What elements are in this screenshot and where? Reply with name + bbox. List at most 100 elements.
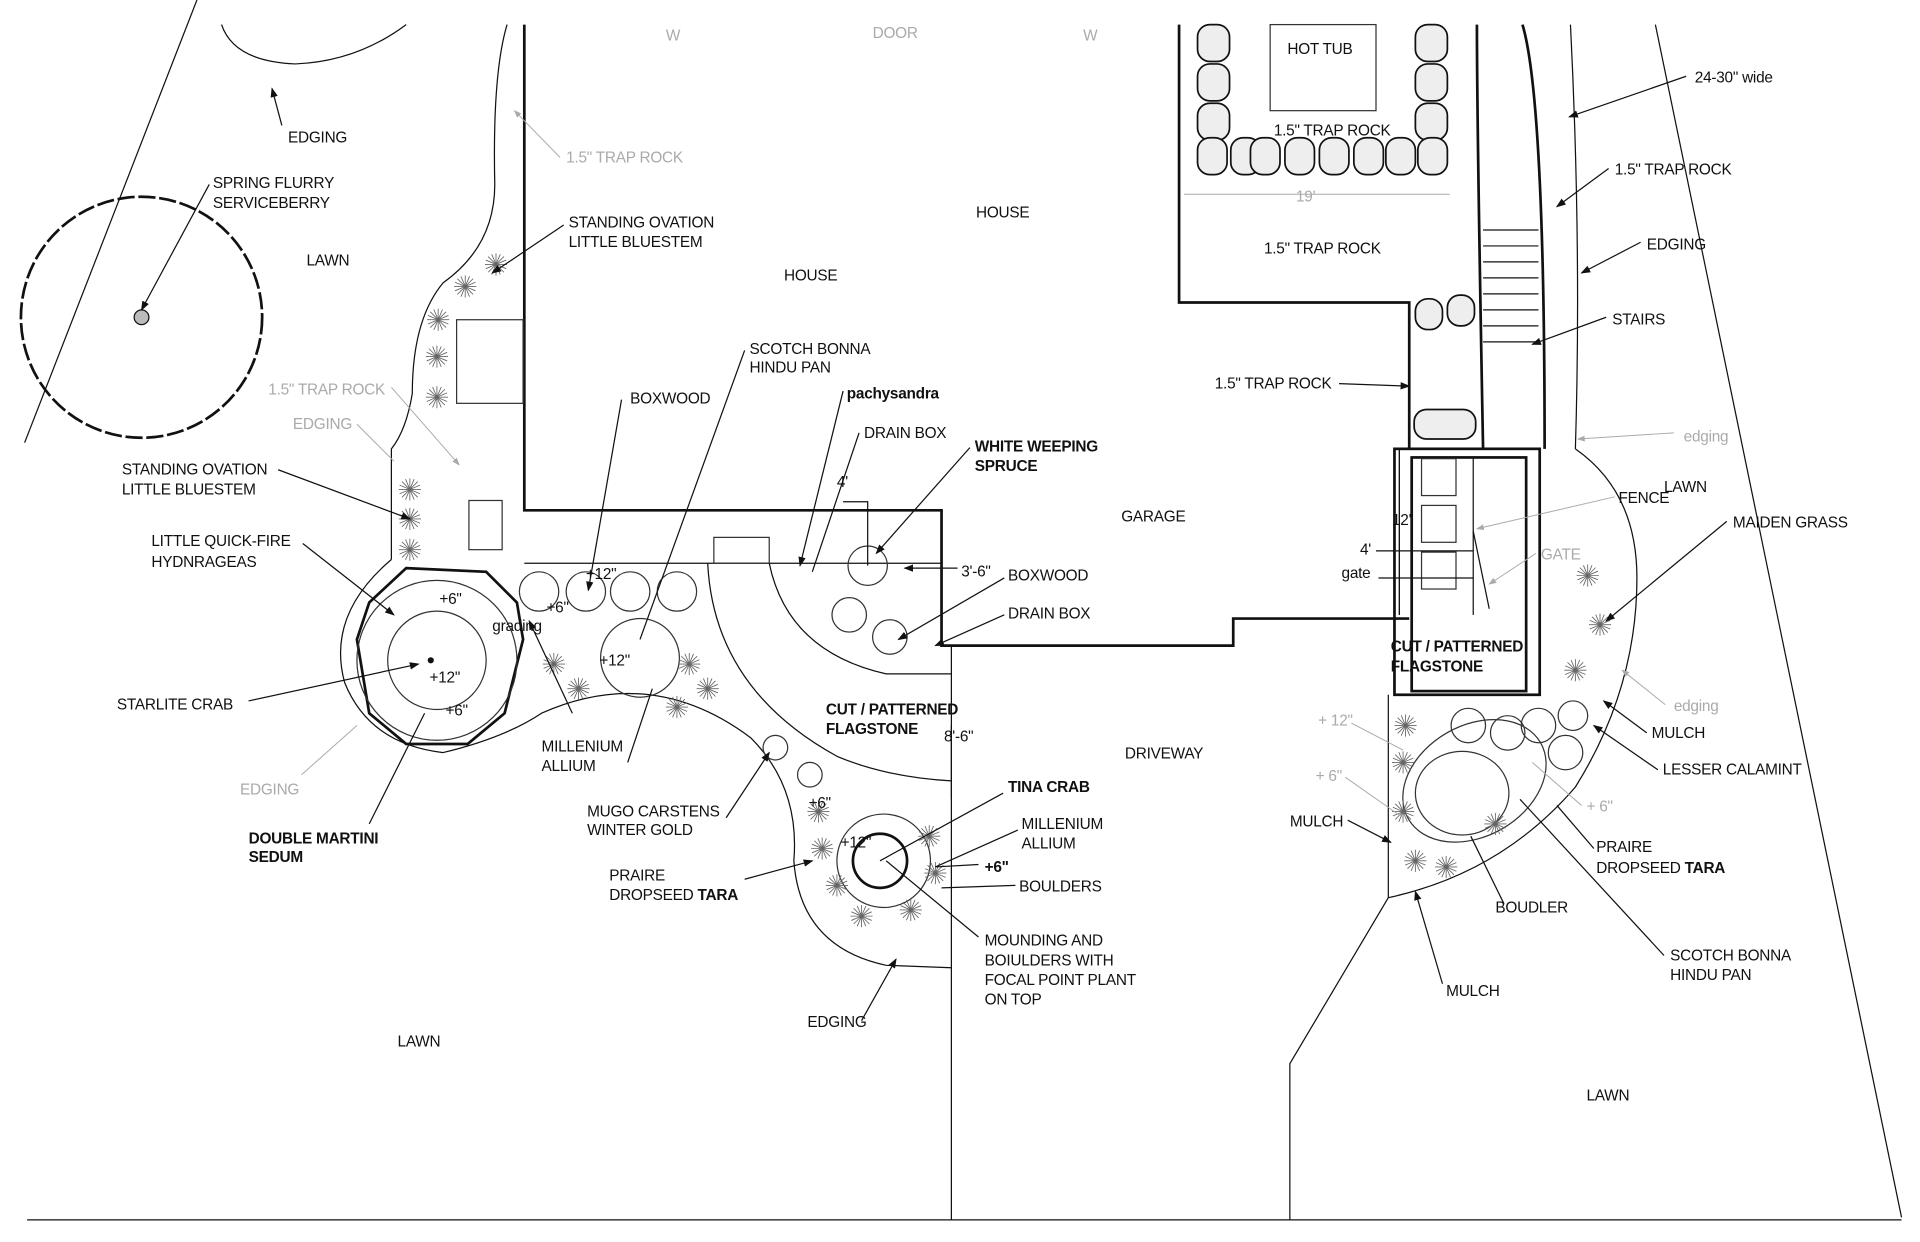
hot-tub-label: HOT TUB — [1287, 41, 1352, 58]
material-label: 1.5" TRAP ROCK — [1215, 376, 1333, 393]
note-label: FOCAL POINT PLANT — [985, 972, 1137, 989]
lawn-label: LAWN — [398, 1033, 441, 1050]
grade-label: +6" — [985, 859, 1009, 876]
plant-label: LITTLE BLUESTEM — [122, 481, 256, 498]
boulder-label: BOUDLER — [1495, 899, 1568, 916]
plant-label: STANDING OVATION — [122, 462, 267, 479]
grade-label: +12" — [841, 834, 872, 851]
leader-lines — [140, 75, 1728, 1021]
material-label: 1.5" TRAP ROCK — [566, 149, 684, 166]
plant-label: HYDNRAGEAS — [151, 554, 256, 571]
stairs — [1475, 24, 1579, 449]
garage-label: GARAGE — [1121, 508, 1185, 525]
plant-label: pachysandra — [847, 385, 940, 402]
plant-label: MAIDEN GRASS — [1733, 515, 1848, 532]
plant-label-part: TARA — [698, 887, 739, 904]
mulch-label: MULCH — [1290, 813, 1343, 830]
plant-label: MUGO CARSTENS — [587, 804, 720, 821]
material-label: FLAGSTONE — [826, 721, 918, 738]
plant-label: PRAIRE — [609, 867, 665, 884]
plant-label: STANDING OVATION — [569, 215, 714, 232]
plant-label: MILLENIUM — [1022, 816, 1103, 833]
hot-tub-area — [1184, 23, 1477, 440]
plant-label-part: DROPSEED — [1596, 860, 1680, 877]
plant-label: ALLIUM — [542, 758, 596, 775]
mulch-label: MULCH — [1652, 725, 1705, 742]
house-label: HOUSE — [784, 267, 837, 284]
lawn-label: LAWN — [1586, 1088, 1629, 1105]
plant-label: DROPSEED TARA — [1596, 860, 1725, 877]
material-label: 1.5" TRAP ROCK — [268, 382, 386, 399]
plant-label-part: DROPSEED — [609, 887, 693, 904]
material-label: CUT / PATTERNED — [826, 701, 958, 718]
edging-label: EDGING — [293, 416, 352, 433]
note-label: MOUNDING AND — [985, 933, 1103, 950]
grade-label: +6" — [809, 795, 831, 812]
plant-label: LITTLE QUICK-FIRE — [151, 533, 290, 550]
shrubs — [518, 571, 1589, 788]
house-outline — [456, 24, 1411, 647]
plant-label: STARLITE CRAB — [117, 697, 233, 714]
material-label: 1.5" TRAP ROCK — [1274, 122, 1392, 139]
grading-label: grading — [492, 618, 542, 635]
dimension-label: 4' — [837, 474, 848, 491]
plant-label: DOUBLE MARTINI — [249, 831, 379, 848]
dimension-label: 12' — [1392, 512, 1412, 529]
grass-plants — [398, 252, 1612, 928]
width-label: 24-30" wide — [1695, 69, 1773, 86]
plant-label: WHITE WEEPING — [975, 438, 1098, 455]
plant-label: SPRING FLURRY — [213, 175, 334, 192]
edging-label: EDGING — [288, 130, 347, 147]
grade-label: +12" — [586, 566, 617, 583]
grade-label: +12" — [430, 669, 461, 686]
plant-label: LITTLE BLUESTEM — [569, 234, 703, 251]
gate-label: GATE — [1541, 547, 1581, 564]
plant-label-part: TARA — [1685, 860, 1726, 877]
drain-box-label: DRAIN BOX — [1008, 606, 1090, 623]
plant-label: SERVICEBERRY — [213, 195, 330, 212]
material-label: 1.5" TRAP ROCK — [1615, 162, 1733, 179]
edging-label: edging — [1684, 428, 1729, 445]
grade-label: +6" — [439, 591, 461, 608]
plant-label: TINA CRAB — [1008, 779, 1090, 796]
edging-label: EDGING — [1647, 237, 1706, 254]
note-label: BOIULDERS WITH — [985, 952, 1114, 969]
dimension-label: 3'-6" — [961, 564, 990, 581]
gate-label: gate — [1342, 565, 1371, 582]
lawn-label: LAWN — [1664, 479, 1707, 496]
plant-label: WINTER GOLD — [587, 822, 693, 839]
mulch-label: MULCH — [1446, 983, 1499, 1000]
plant-label: ALLIUM — [1022, 836, 1076, 853]
window-label: W — [666, 28, 681, 45]
door-label: DOOR — [873, 25, 918, 42]
plant-label: LESSER CALAMINT — [1663, 762, 1803, 779]
plant-label: HINDU PAN — [750, 360, 831, 377]
grade-label: + 12" — [1318, 713, 1353, 730]
serviceberry-tree — [19, 195, 264, 440]
grade-label: +6" — [446, 703, 468, 720]
grade-label: + 6" — [1316, 768, 1342, 785]
grade-label: +6" — [546, 599, 568, 616]
house-label: HOUSE — [976, 205, 1029, 222]
note-label: ON TOP — [985, 992, 1042, 1009]
plant-label: BOXWOOD — [630, 390, 710, 407]
plant-label: SCOTCH BONNA — [750, 341, 872, 358]
lawn-label: LAWN — [306, 253, 349, 270]
grade-label: + 6" — [1586, 799, 1612, 816]
drain-box-label: DRAIN BOX — [864, 425, 946, 442]
dimension-label: 4' — [1360, 542, 1371, 559]
dimension-label: 8'-6" — [944, 729, 973, 746]
plant-label: MILLENIUM — [542, 738, 623, 755]
plan-labels: W DOOR W EDGING SPRING FLURRY SERVICEBER… — [117, 25, 1848, 1104]
plant-label: BOXWOOD — [1008, 567, 1088, 584]
plant-label: HINDU PAN — [1670, 967, 1751, 984]
plant-label: DROPSEED TARA — [609, 887, 738, 904]
stairs-label: STAIRS — [1612, 312, 1665, 329]
edging-label: EDGING — [240, 781, 299, 798]
site-lines — [24, 0, 1903, 1221]
plant-label: SPRUCE — [975, 458, 1038, 475]
dimension-label: 19' — [1296, 189, 1316, 206]
plant-label: SCOTCH BONNA — [1670, 947, 1792, 964]
